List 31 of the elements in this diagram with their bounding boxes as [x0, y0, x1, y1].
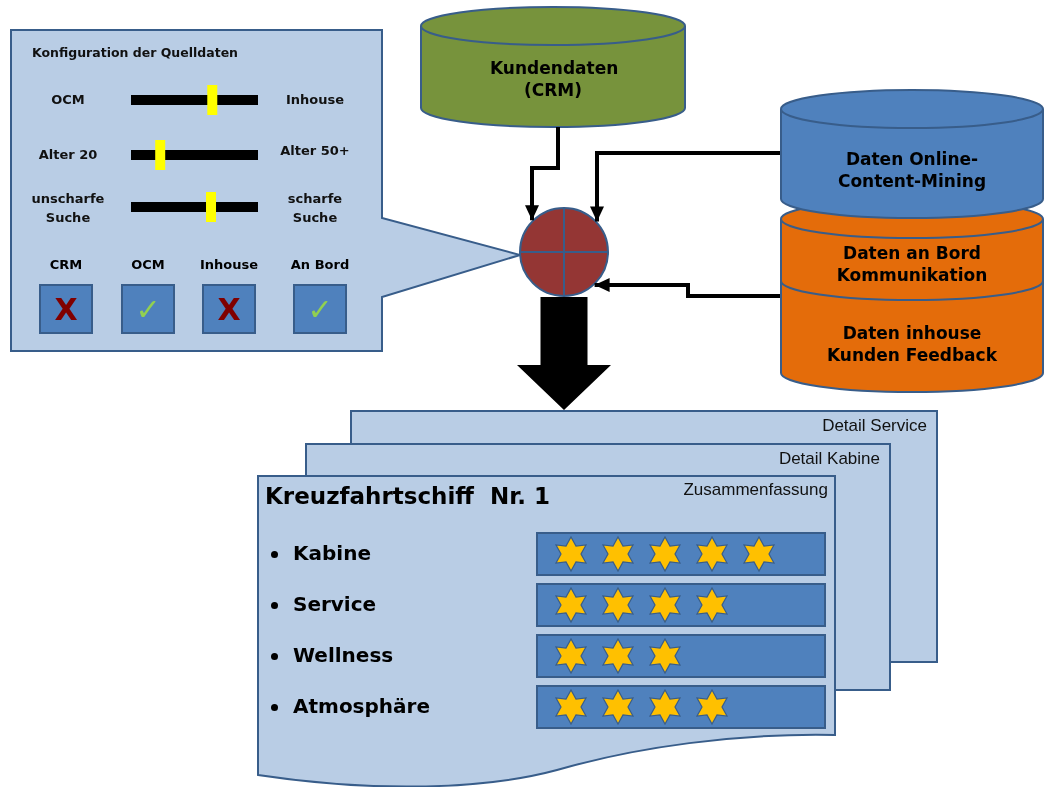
slider-label: Inhouse [284, 91, 346, 109]
page-title: Kreuzfahrtschiff Nr. 1 [265, 483, 551, 509]
checkbox-label: CRM [48, 257, 84, 272]
checkbox: X [39, 284, 93, 334]
page-tab-label: Detail Service [822, 416, 927, 436]
checkbox: X [202, 284, 256, 334]
checkbox: ✓ [121, 284, 175, 334]
rating-category: Kabine [293, 541, 371, 565]
database-label: Daten inhouse Kunden Feedback [826, 322, 998, 366]
panel-title: Konfiguration der Quelldaten [32, 45, 238, 60]
slider-label: OCM [50, 91, 86, 109]
rating-category: Wellness [293, 643, 394, 667]
connector-arrow [525, 127, 560, 221]
slider-label: Alter 50+ [279, 142, 351, 160]
database-label: Daten an Bord Kommunikation [835, 242, 989, 286]
connector-arrow [590, 151, 780, 222]
database-label: Daten Online-Content-Mining [836, 148, 988, 192]
page-tab-label: Zusammenfassung [683, 480, 828, 500]
checkbox: ✓ [293, 284, 347, 334]
checkbox-label: An Bord [289, 257, 351, 272]
checkbox-label: Inhouse [198, 257, 260, 272]
block-arrow [517, 297, 611, 410]
rating-category: Atmosphäre [293, 694, 430, 718]
slider-label: unscharfe Suche [30, 190, 106, 227]
slider-label: Alter 20 [37, 146, 99, 164]
page-tab-label: Detail Kabine [778, 449, 880, 469]
checkbox-label: OCM [130, 257, 166, 272]
connector-arrow [594, 278, 780, 298]
rating-category: Service [293, 592, 377, 616]
database-label: Kundendaten (CRM) [489, 57, 620, 101]
slider-label: scharfe Suche [286, 190, 344, 227]
